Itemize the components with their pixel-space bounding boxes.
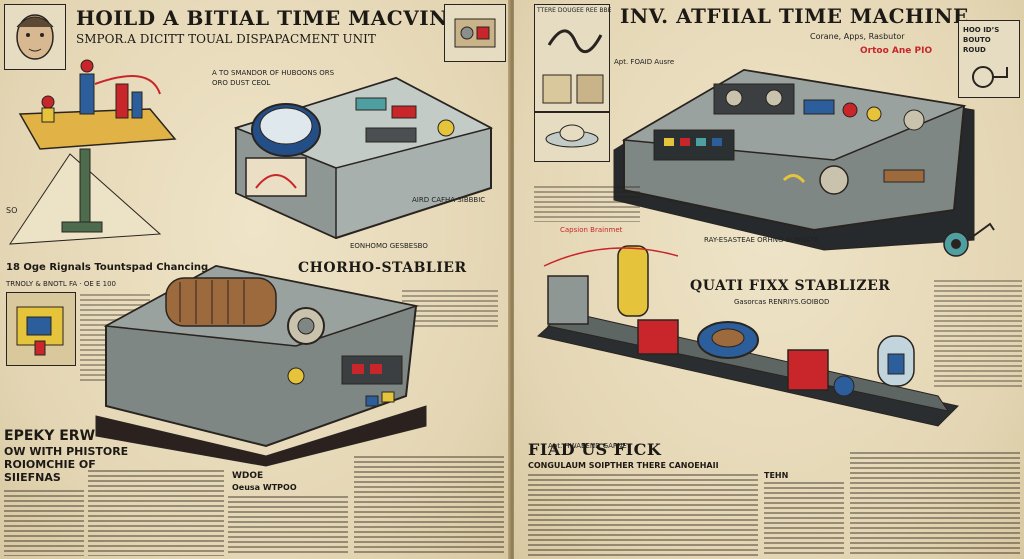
side-heading: 18 Oge Rignals Tountspad Chancing [6,262,209,273]
top-left-callout: Apt. FOAID Ausre [614,58,675,66]
bottom-heading-line-3: ROIOMCHIE OF [4,458,96,471]
bottom-heading-line-2: OW WITH PHISTORE [4,445,129,458]
right-bottom-column-2 [764,482,844,556]
bottom-heading-line-4: SIIEFNAS [4,471,61,484]
top-left-figure-box: Ttere Dougee Ree bbe [534,4,612,112]
right-magazine-page: Ttere Dougee Ree bbe INV. ATFIIAL TIME M… [514,0,1024,559]
section-title-quati: QUATI FIXX STABLIZER [690,278,891,294]
bottom-heading-right: FIAD US FICK [528,440,662,459]
gesbs-label: EONHOMO GESBESBO [350,242,428,250]
circuit-diagram-icon [16,306,64,356]
left-subheadline: SMPOR.A DICITT TOUAL DISPAPACMENT UNIT [76,32,376,46]
right-bottom-column-1 [528,474,758,556]
flux-stabilizer-illustration [536,245,959,427]
pyp-label: Apt. HWAEEND GAPNE [548,442,627,450]
red-stamp: Ortoo Ane PIO [860,46,933,56]
lamp-robot-illustration [943,222,995,257]
left-bottom-column-4 [354,456,504,556]
mechanical-sketch-icon [454,18,496,48]
lab-apparatus-illustration [9,59,177,245]
section-title-chrono: CHORHO-STABLIER [298,260,467,276]
figure-box-caption: Ttere Dougee Ree bbe [537,7,612,14]
right-intro-caption [534,186,640,222]
left-magazine-page: HOILD A BITIAL TIME MACVINE SMPOR.A DICI… [0,0,510,559]
right-side-column [934,280,1022,390]
bottom-heading-line-1: EPEKY ERW [4,428,96,444]
caiha-label: AIRD CAFHA SIBBBIC [412,196,486,204]
quati-subheading: Gasorcas RENRIYS.GOIBOD [734,298,830,306]
right-bottom-column-3 [850,452,1020,556]
artificial-time-machine-illustration [613,68,975,251]
portrait-face-icon [16,14,54,60]
serpent-sketch-icon [542,29,604,104]
time-machine-dome-illustration [233,76,494,240]
device-diagram-box [6,292,76,366]
ray-orhng-label: Ray-esasteae ORHNG SUNNATE [704,236,819,244]
left-bottom-column-2 [88,470,224,556]
right-info-box-text: HOO ID’S BOUTO ROUD [963,26,1000,54]
column-heading-2: Oeusa WTPOO [232,483,297,492]
ufo-sketch-icon [545,124,599,148]
capsion-label: Capsion Brainmet [560,226,623,234]
left-bottom-column-3 [228,496,348,556]
apparatus-side-note: SO [6,206,18,215]
portrait-illustration [4,4,66,70]
small-figure-box [444,4,506,62]
right-bottom-column-heading: TEHN [764,471,789,480]
left-headline: HOILD A BITIAL TIME MACVINE [76,6,464,30]
top-machine-label: A To SMANDOR OF HUBOONS ORS ORO DUST CEO… [212,69,335,87]
gauge-symbol-icon [972,66,1008,88]
side-subheading: TRNOLY & BNOTL FA · OE E 100 [6,280,117,288]
chrono-caption [402,290,498,330]
chrono-stablier-illustration [95,264,427,467]
right-headline: INV. ATFIIAL TIME MACHINE [620,4,969,28]
right-info-box: HOO ID’S BOUTO ROUD [958,20,1020,98]
top-right-callout: Corane, Apps, Rasbutor [810,32,905,41]
page-gutter [508,0,516,559]
small-sketch-box [534,112,610,162]
left-bottom-column-1 [4,490,84,556]
bottom-subheading-right: CONGULAUM SOIPTHER THERE CANOEHAII [528,461,719,470]
column-heading-1: WDOE [232,471,264,481]
